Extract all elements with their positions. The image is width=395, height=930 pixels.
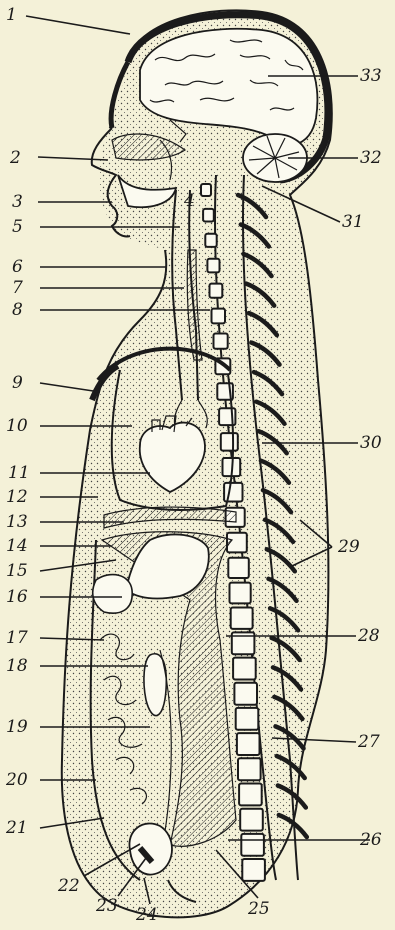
label-31: 31: [342, 212, 364, 232]
label-23: 23: [95, 896, 118, 916]
label-6: 6: [12, 257, 23, 277]
label-5: 5: [12, 217, 23, 237]
label-7: 7: [12, 278, 23, 298]
vertebra: [238, 758, 261, 780]
vertebra: [203, 209, 214, 222]
label-14: 14: [6, 536, 28, 556]
label-1: 1: [6, 5, 17, 25]
vertebra: [207, 259, 219, 273]
label-21: 21: [5, 818, 28, 838]
label-16: 16: [6, 587, 28, 607]
vertebra: [239, 784, 262, 806]
label-13: 13: [6, 512, 28, 532]
label-10: 10: [6, 416, 28, 436]
label-28: 28: [357, 626, 380, 646]
label-4: 4: [183, 191, 195, 211]
vertebra: [231, 608, 253, 629]
label-26: 26: [359, 830, 382, 850]
vertebra: [237, 733, 260, 755]
label-8: 8: [12, 300, 23, 320]
vertebra: [214, 334, 228, 349]
label-33: 33: [360, 66, 382, 86]
vertebra: [205, 234, 216, 247]
label-9: 9: [12, 373, 23, 393]
vertebra: [201, 184, 211, 196]
label-2: 2: [9, 148, 21, 168]
vertebra: [221, 433, 238, 451]
label-15: 15: [6, 561, 28, 581]
vertebra: [234, 683, 257, 705]
label-32: 32: [360, 148, 382, 168]
label-17: 17: [6, 628, 28, 648]
vertebra: [233, 658, 256, 680]
label-27: 27: [357, 732, 380, 752]
vertebra: [212, 309, 226, 324]
label-24: 24: [135, 905, 158, 925]
label-19: 19: [6, 717, 28, 737]
label-29: 29: [337, 537, 360, 557]
vertebra: [242, 859, 265, 881]
label-30: 30: [360, 433, 382, 453]
label-18: 18: [6, 656, 28, 676]
vertebra: [236, 708, 259, 730]
label-3: 3: [12, 192, 23, 212]
label-25: 25: [247, 899, 270, 919]
label-12: 12: [6, 487, 28, 507]
label-22: 22: [57, 876, 80, 896]
vertebra: [228, 558, 249, 578]
vertebra: [210, 284, 223, 298]
vertebra: [240, 809, 263, 831]
vertebra: [230, 583, 251, 604]
vertebra: [241, 834, 264, 856]
label-20: 20: [5, 770, 28, 790]
label-11: 11: [8, 463, 30, 483]
